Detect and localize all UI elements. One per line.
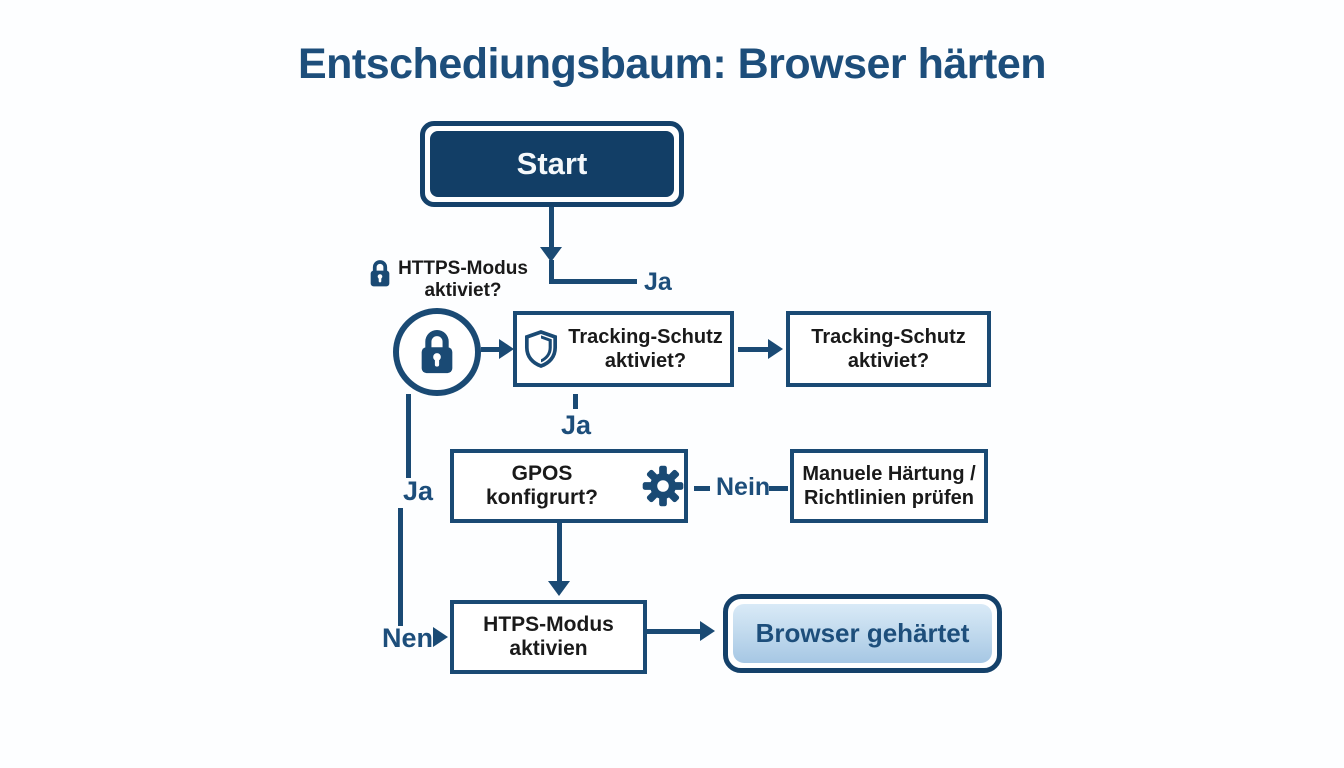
connector-left-upper [406,394,411,478]
https-question-caption: HTTPS-Modus aktiviet? [398,258,528,302]
connector-to-result [647,629,702,634]
node-https-question [393,308,481,396]
https-question-line2: aktiviet? [424,280,502,301]
edge-label-ja-mid: Ja [561,410,592,440]
node-tracking-right: Tracking-Schutz aktiviet? [786,311,991,387]
arrowhead-right-nen [433,627,448,647]
node-start: Start [420,121,684,207]
arrowhead-down-start [540,247,562,262]
tracking-left-label: Tracking-Schutz aktiviet? [568,325,722,373]
node-manual-hardening: Manuele Härtung / Richtlinien prüfen [790,449,988,523]
edge-label-ja-left: Ja [403,476,434,506]
connector-start-down [549,207,554,249]
connector-circle-tracking [481,347,503,352]
tracking-right-line2: aktiviet? [847,350,930,372]
edge-label-ja-top: Ja [644,268,672,296]
edge-label-nen: Nen [382,623,434,653]
arrowhead-down-gpos [548,581,570,596]
arrowhead-right-tracking-left [499,339,514,359]
manual-hardening-label: Manuele Härtung / Richtlinien prüfen [802,462,975,510]
connector-nein-dash1 [694,486,710,491]
connector-tracking-tracking [738,347,770,352]
tracking-right-line1: Tracking-Schutz [811,326,966,348]
connector-gpos-down [557,523,562,583]
manual-hardening-line2: Richtlinien prüfen [803,487,974,509]
connector-start-down2 [549,260,554,283]
manual-hardening-line1: Manuele Härtung / [802,463,976,485]
connector-elbow-right [549,279,637,284]
tracking-right-label: Tracking-Schutz aktiviet? [811,325,965,373]
connector-nein-dash2 [769,486,788,491]
arrowhead-right-result [700,621,715,641]
lock-icon [421,329,453,374]
result-label: Browser gehärtet [733,604,992,663]
shield-icon [525,330,558,368]
connector-left-lower [398,508,403,626]
lock-icon [370,260,390,287]
https-activate-line1: HTPS-Modus [483,613,614,636]
arrowhead-right-tracking-right [768,339,783,359]
https-activate-label: HTPS-Modus aktivien [483,613,614,661]
tracking-left-line1: Tracking-Schutz [568,326,723,348]
node-https-activate: HTPS-Modus aktivien [450,600,647,674]
node-result: Browser gehärtet [723,594,1002,673]
tracking-left-line2: aktiviet? [604,350,687,372]
node-tracking-left: Tracking-Schutz aktiviet? [513,311,734,387]
https-question-line1: HTTPS-Modus [398,258,528,279]
connector-tracking-down-dash [573,394,578,409]
gpos-label: GPOS konfigrurt? [486,462,598,509]
node-gpos: GPOS konfigrurt? [450,449,688,523]
gear-icon [642,465,684,507]
start-label: Start [430,131,674,197]
https-activate-line2: aktivien [509,637,588,660]
page-title: Entschediungsbaum: Browser härten [297,40,1047,88]
edge-label-nein: Nein [716,473,771,501]
